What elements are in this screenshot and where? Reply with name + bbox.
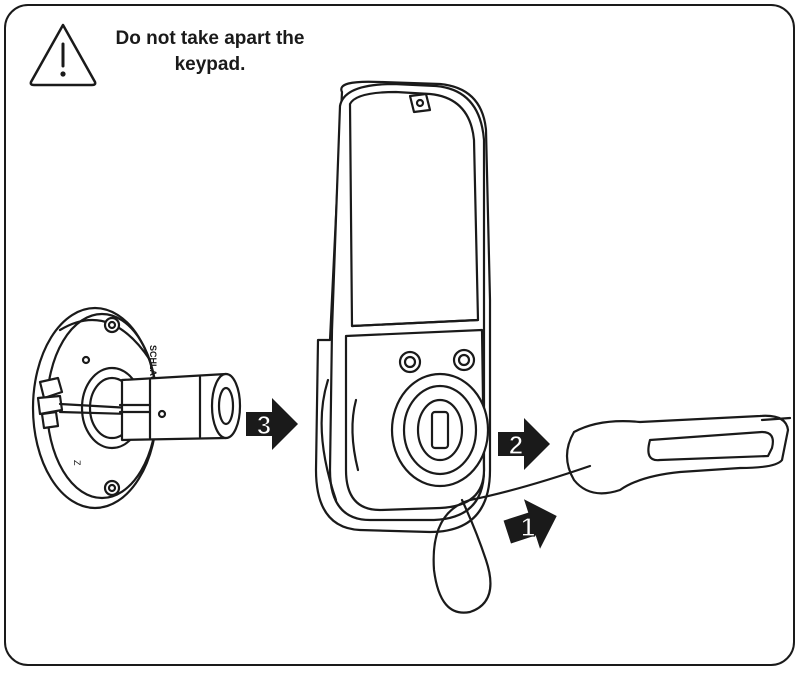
warning-triangle-icon — [29, 23, 97, 87]
rosette-small-text: Z — [72, 460, 82, 466]
keypad-body — [314, 80, 492, 534]
mounting-rosette: SCHLAGE Z — [31, 306, 159, 510]
warning-text: Do not take apart the keypad. — [115, 28, 305, 75]
warning-callout: Do not take apart the keypad. — [28, 22, 318, 88]
step-2-label: 2 — [509, 430, 523, 460]
step-3-label: 3 — [257, 410, 271, 440]
step-arrow-2: 2 — [498, 418, 550, 470]
lever-handle — [565, 414, 792, 495]
release-wire-tool — [432, 464, 592, 614]
step-arrow-3: 3 — [246, 398, 298, 450]
instruction-frame — [4, 4, 795, 666]
step-1-label: 1 — [521, 512, 535, 542]
rosette-brand-text: SCHLAGE — [148, 345, 158, 389]
spindle-tube — [118, 372, 242, 442]
step-arrow-1: 1 — [503, 499, 557, 549]
